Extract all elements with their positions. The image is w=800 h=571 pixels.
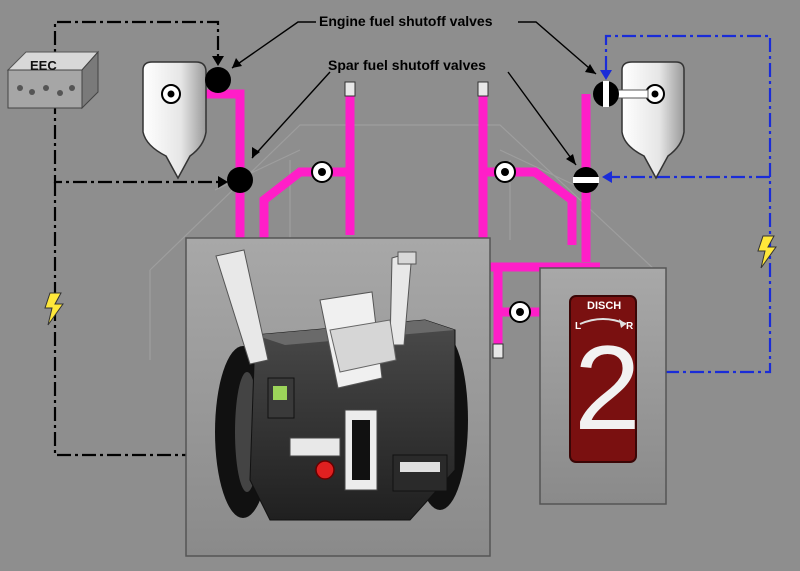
callout-leaders [231, 21, 597, 166]
eec-label: EEC [30, 58, 57, 73]
fire-handle-panel [539, 267, 667, 505]
crossfeed-valve-1 [311, 161, 333, 183]
engine-valves-label: Engine fuel shutoff valves [319, 13, 493, 29]
arrowhead-spar-left [218, 176, 228, 188]
fire-handle-right-mark: R [626, 321, 634, 332]
lightning-icon-right [757, 235, 777, 269]
fire-handle-left-mark: L [575, 321, 582, 332]
arrowhead-spar-right [602, 171, 612, 183]
engine-valve-right [593, 81, 619, 107]
engine-right [621, 61, 685, 180]
arrowhead-engine-right [600, 70, 612, 80]
pipe-fittings [344, 81, 504, 359]
crossfeed-valve-3 [509, 301, 531, 323]
lightning-icon-left [44, 292, 64, 326]
electric-lines [604, 34, 772, 374]
fire-handle-disch-label: DISCH [587, 300, 622, 312]
engine-number: 2 [574, 321, 641, 455]
spar-valves-label: Spar fuel shutoff valves [328, 57, 486, 73]
arrowhead-engine-left [212, 56, 224, 66]
spar-valve-right [573, 167, 599, 193]
engine-valve-left [205, 67, 231, 93]
eec-unit [6, 50, 100, 110]
fire-handle [569, 295, 637, 463]
throttle-quadrant-panel [185, 237, 491, 557]
eec-control-lines [53, 20, 302, 465]
spar-valve-left [227, 167, 253, 193]
engine-left [142, 61, 207, 180]
crossfeed-valve-2 [494, 161, 516, 183]
